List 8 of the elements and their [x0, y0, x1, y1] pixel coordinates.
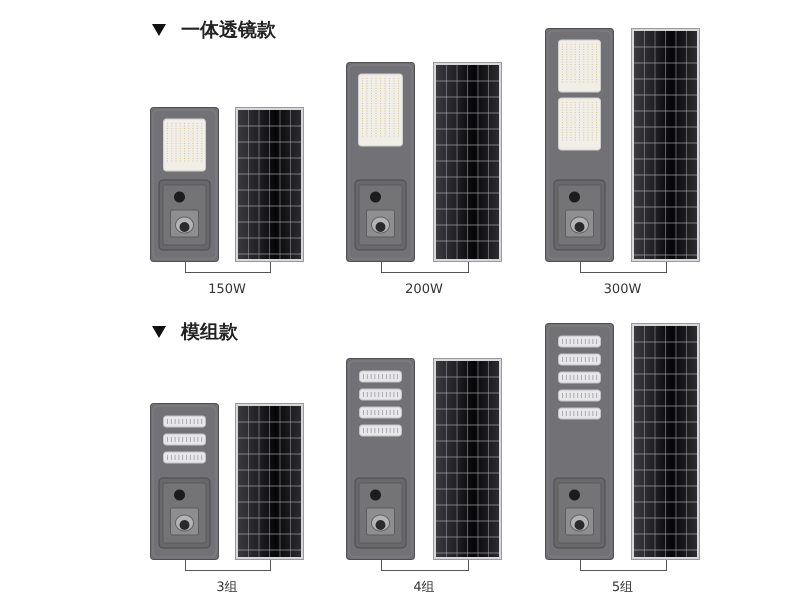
wattage-label: 300W: [602, 282, 642, 298]
module-count-label: 5组: [610, 580, 634, 596]
module-count-label: 4组: [412, 580, 436, 596]
wattage-label: 200W: [404, 282, 444, 298]
module-count-label: 3组: [215, 580, 239, 596]
section-heading: 一体透镜款: [181, 19, 276, 41]
wattage-label: 150W: [207, 282, 247, 298]
section-heading: 模组款: [181, 321, 238, 343]
